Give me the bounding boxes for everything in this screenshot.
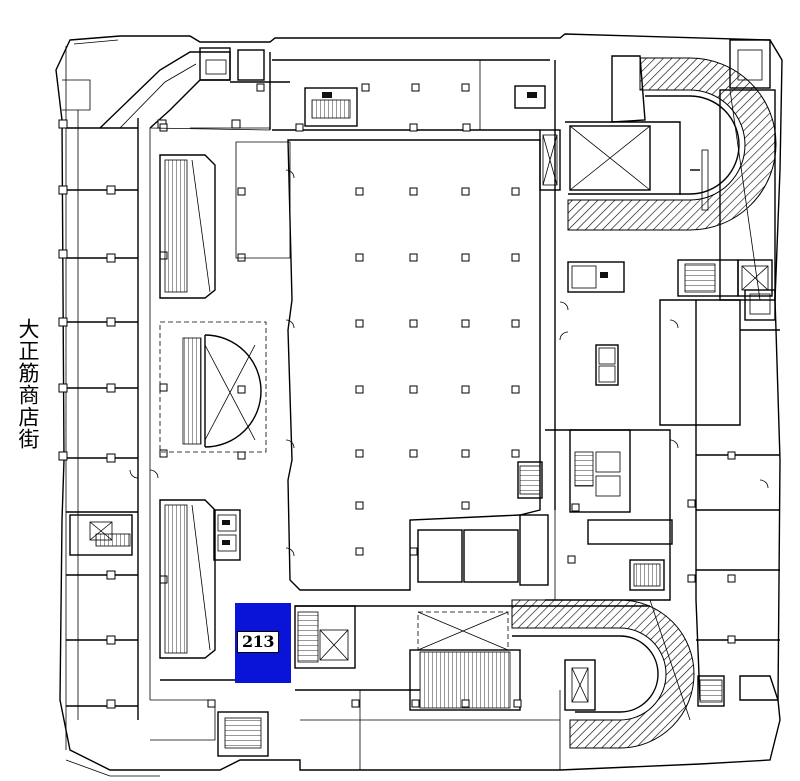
left-shop-strip [58,110,139,720]
building-outline [55,33,783,777]
top-left-rooms [62,47,290,130]
hall-boundary [149,127,541,700]
right-service-block [417,60,673,601]
left-escalator-lower [159,499,241,659]
street-name-label: 大正筋商店街 [16,318,40,450]
hall-columns [159,123,520,584]
right-edge-rooms [649,259,780,721]
bottom-middle-rooms [294,605,650,770]
top-columns [256,83,471,132]
door-arcs [129,169,769,557]
left-escalator-upper [159,154,216,299]
unit-213-label: 213 [237,631,279,653]
central-dashed-feature [159,321,267,453]
bottom-ramp [511,599,695,749]
bottom-left-rooms [150,679,269,757]
top-stair [272,59,550,131]
top-right-ramp [565,39,777,301]
